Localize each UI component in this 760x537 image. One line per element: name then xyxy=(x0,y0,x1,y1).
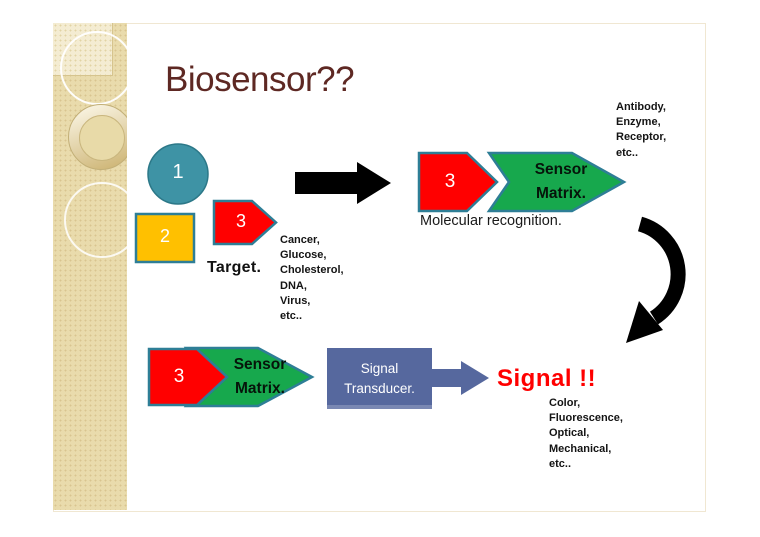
list-item: Cholesterol, xyxy=(280,264,344,277)
step3-pentagon-target xyxy=(212,199,278,246)
target-examples-list: Cancer, Glucose, Cholesterol, DNA, Virus… xyxy=(280,233,344,324)
list-item: Glucose, xyxy=(280,249,327,262)
list-item: Receptor, xyxy=(616,131,667,144)
curved-arrow-head-icon xyxy=(626,301,663,343)
list-item: Virus, xyxy=(280,294,311,307)
signal-transducer-box-shadow xyxy=(327,405,432,409)
step1-number: 1 xyxy=(172,161,184,183)
sensor-matrix-label: Sensor Matrix. xyxy=(534,161,588,202)
list-item: etc.. xyxy=(280,310,303,323)
step2-number: 2 xyxy=(159,226,170,246)
signal-examples-list: Color, Fluorescence, Optical, Mechanical… xyxy=(549,396,623,472)
deco-ring-hole xyxy=(79,115,125,161)
list-item: Color, xyxy=(549,397,581,409)
list-item: Fluorescence, xyxy=(549,412,623,425)
sensor-matrix-chevron-top xyxy=(486,151,627,213)
signal-label: Signal !! xyxy=(497,365,597,392)
list-item: Cancer, xyxy=(280,234,320,246)
step3-number: 3 xyxy=(235,211,246,231)
target-label: Target. xyxy=(207,259,262,276)
slide-canvas xyxy=(53,23,706,512)
sidebar-decorative-strip xyxy=(53,23,127,510)
list-item: Enzyme, xyxy=(616,116,661,129)
deco-ring xyxy=(68,104,127,170)
flow-arrow-right-icon xyxy=(295,162,391,204)
list-item: Antibody, xyxy=(616,101,666,113)
list-item: Optical, xyxy=(549,427,590,440)
step3-number: 3 xyxy=(444,171,456,192)
signal-transducer-label: Signal Transducer. xyxy=(344,360,415,396)
step3-pentagon-bottom xyxy=(147,347,229,407)
output-arrow-icon xyxy=(430,361,489,395)
step3-number: 3 xyxy=(173,366,185,387)
deco-circle xyxy=(64,182,127,258)
list-item: etc.. xyxy=(616,146,639,159)
signal-transducer-box xyxy=(327,348,432,409)
recognition-examples-list: Antibody, Enzyme, Receptor, etc.. xyxy=(616,100,666,161)
list-item: etc.. xyxy=(549,457,572,470)
curved-arrow-icon xyxy=(637,216,686,325)
step3-pentagon-recognition xyxy=(417,151,499,213)
step1-circle xyxy=(147,143,209,205)
step2-square xyxy=(134,212,196,264)
molecular-recognition-label: Molecular recognition. xyxy=(420,213,562,229)
list-item: DNA, xyxy=(280,279,307,292)
list-item: Mechanical, xyxy=(549,442,612,455)
sensor-matrix-label: Sensor Matrix. xyxy=(233,356,287,397)
page-title: Biosensor?? xyxy=(165,60,355,99)
